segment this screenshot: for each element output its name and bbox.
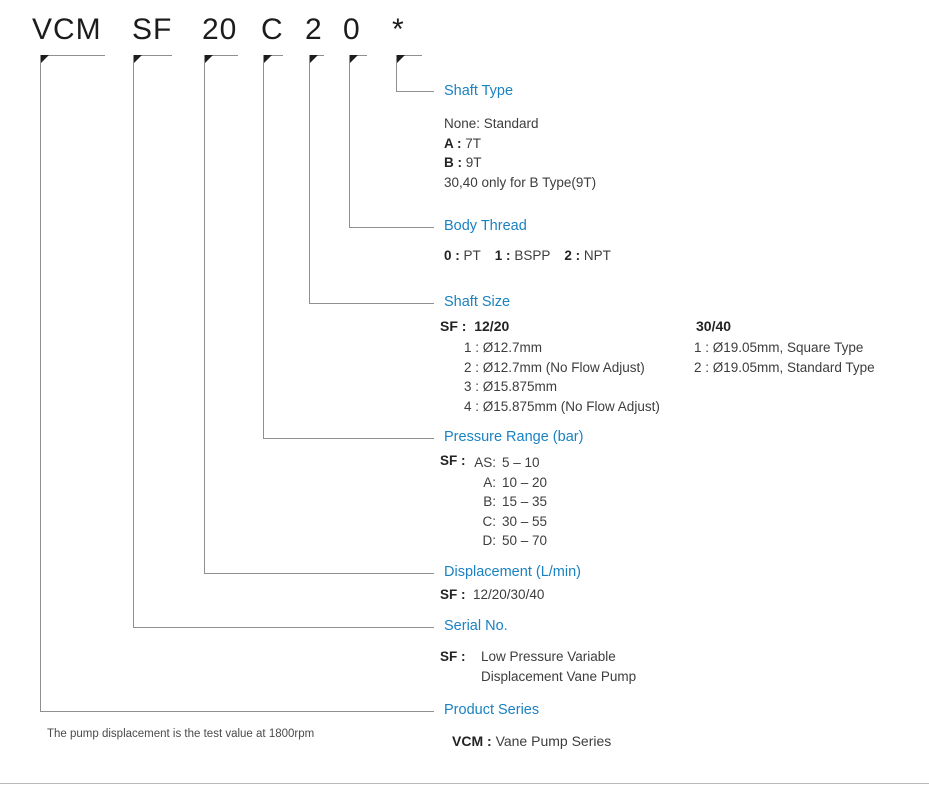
code-segment-body-thread: 0 <box>343 13 361 46</box>
bracket-corner-triangle <box>40 55 49 64</box>
bracket-connector-line <box>133 627 434 628</box>
bracket-vertical-line <box>263 55 264 438</box>
bracket-vertical-line <box>133 55 134 627</box>
product-series-label: Product Series <box>444 702 540 718</box>
serial-no-label: Serial No. <box>444 618 508 634</box>
bracket-vertical-line <box>309 55 310 303</box>
pressure-range-option: B:15 – 35 <box>483 494 548 509</box>
serial-no-value-line1: Low Pressure Variable <box>481 649 616 664</box>
shaft-size-option: 3 : Ø15.875mm <box>464 379 558 394</box>
shaft-size-sf-options: 1 : Ø12.7mm 2 : Ø12.7mm (No Flow Adjust)… <box>464 338 660 416</box>
pressure-range-label: Pressure Range (bar) <box>444 429 584 445</box>
shaft-type-option: A : 7T <box>444 135 482 151</box>
shaft-size-option: 2 : Ø12.7mm (No Flow Adjust) <box>464 359 645 375</box>
bracket-corner-triangle <box>204 55 213 64</box>
bracket-top-line <box>396 55 422 56</box>
shaft-type-option: B : 9T <box>444 155 482 170</box>
bracket-top-line <box>349 55 367 56</box>
bracket-corner-triangle <box>133 55 142 64</box>
shaft-type-content: None: Standard A : 7T B : 9T 30,40 only … <box>444 114 596 192</box>
pressure-range-options: AS:5 – 10 A:10 – 20 B:15 – 35 C:30 – 55 … <box>444 453 547 551</box>
pressure-range-option: C:30 – 55 <box>482 513 548 529</box>
bracket-corner-triangle <box>309 55 318 64</box>
code-segment-shaft-size: 2 <box>305 13 323 46</box>
shaft-size-option: 1 : Ø19.05mm, Square Type <box>694 340 864 355</box>
bracket-corner-triangle <box>263 55 272 64</box>
shaft-size-option: 4 : Ø15.875mm (No Flow Adjust) <box>464 398 660 414</box>
bracket-vertical-line <box>40 55 41 711</box>
footnote: The pump displacement is the test value … <box>47 728 315 740</box>
pressure-range-option: AS:5 – 10 <box>474 455 540 470</box>
body-thread-label: Body Thread <box>444 218 527 234</box>
bracket-corner-triangle <box>396 55 405 64</box>
bracket-connector-line <box>40 711 434 712</box>
bracket-top-line <box>40 55 105 56</box>
bracket-connector-line <box>396 91 434 92</box>
code-segment-pressure-range: C <box>261 13 284 46</box>
bracket-connector-line <box>263 438 434 439</box>
code-segment-displacement: 20 <box>202 13 238 46</box>
serial-no-value-line2: Displacement Vane Pump <box>481 669 637 684</box>
serial-no-prefix: SF : <box>440 649 466 664</box>
displacement-label: Displacement (L/min) <box>444 564 581 580</box>
bottom-divider <box>0 783 929 784</box>
bracket-top-line <box>133 55 172 56</box>
bracket-vertical-line <box>349 55 350 227</box>
bracket-top-line <box>204 55 238 56</box>
bracket-connector-line <box>309 303 434 304</box>
shaft-type-label: Shaft Type <box>444 83 514 99</box>
displacement-value-row: SF : 12/20/30/40 <box>440 587 545 602</box>
bracket-top-line <box>263 55 283 56</box>
shaft-size-alt-options: 1 : Ø19.05mm, Square Type 2 : Ø19.05mm, … <box>694 338 875 377</box>
pressure-range-option: A:10 – 20 <box>483 474 548 490</box>
bracket-vertical-line <box>204 55 205 573</box>
pressure-range-option: D:50 – 70 <box>482 533 548 548</box>
pressure-range-prefix: SF : <box>440 453 466 468</box>
bracket-corner-triangle <box>349 55 358 64</box>
code-segment-serial-no: SF <box>132 13 173 46</box>
code-segment-product-series: VCM <box>32 13 102 46</box>
shaft-size-alt-heading: 30/40 <box>696 318 732 334</box>
shaft-type-none: None: Standard <box>444 116 539 131</box>
shaft-size-sf-heading: SF : 12/20 <box>440 318 510 334</box>
shaft-size-option: 1 : Ø12.7mm <box>464 340 543 355</box>
code-segment-shaft-type: * <box>392 13 405 46</box>
shaft-size-option: 2 : Ø19.05mm, Standard Type <box>694 359 875 375</box>
shaft-size-label: Shaft Size <box>444 294 511 310</box>
bracket-connector-line <box>349 227 434 228</box>
bracket-connector-line <box>204 573 434 574</box>
product-series-value-row: VCM : Vane Pump Series <box>452 733 612 749</box>
shaft-type-note: 30,40 only for B Type(9T) <box>444 174 597 190</box>
bracket-vertical-line <box>396 55 397 91</box>
